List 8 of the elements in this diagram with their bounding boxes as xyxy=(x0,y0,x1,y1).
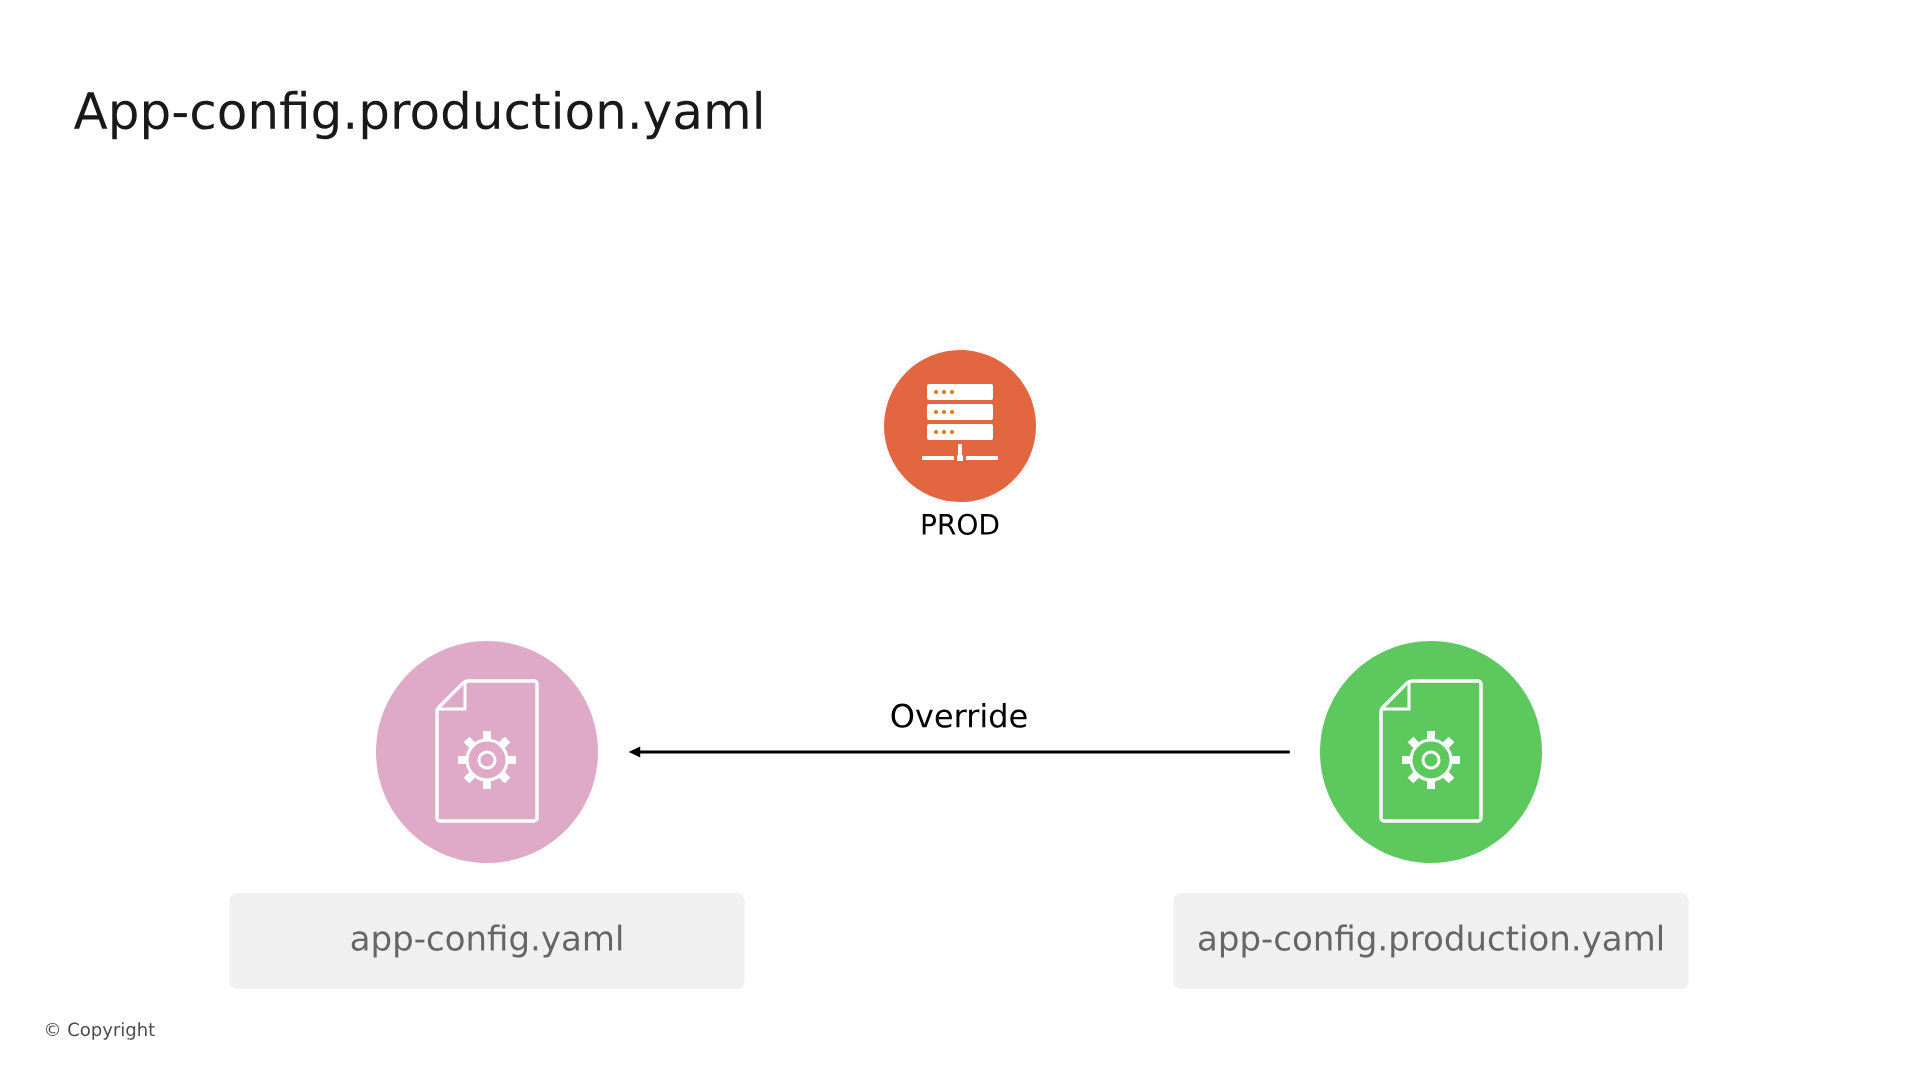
copyright-note: © Copyright xyxy=(46,1022,155,1040)
file-name-box: app-config.production.yaml xyxy=(1173,893,1689,989)
edge-label: Override xyxy=(891,703,1027,728)
node-label: PROD xyxy=(922,513,999,535)
file-name-box: app-config.yaml xyxy=(229,893,745,989)
title: App-config.production.yaml xyxy=(73,90,761,140)
file-circle xyxy=(1320,641,1542,863)
file-circle xyxy=(376,641,598,863)
